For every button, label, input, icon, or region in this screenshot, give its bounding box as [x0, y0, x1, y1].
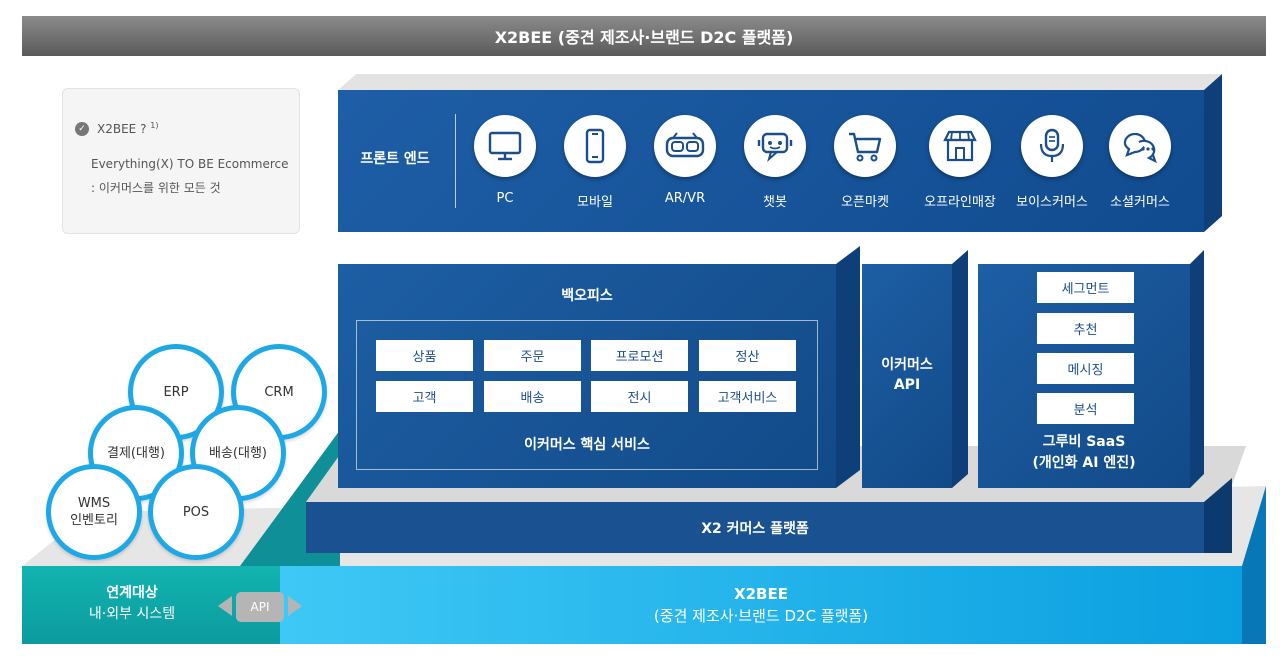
- platform-bar-side: [1204, 478, 1232, 553]
- linked-title: 연계대상: [106, 585, 158, 601]
- groobee-line2: (개인화 AI 엔진): [1032, 455, 1136, 471]
- frontend-item-offline-store: [929, 115, 991, 177]
- main-base-front: [280, 566, 1242, 644]
- backoffice-side: [836, 246, 860, 488]
- system-crm: CRM: [231, 344, 327, 440]
- groobee-recommend: 추천: [1037, 313, 1134, 344]
- check-circle-icon: ✓: [75, 121, 89, 136]
- api-side: [952, 250, 968, 488]
- chat-bubbles-icon: [1109, 115, 1171, 177]
- main-base-side: [1242, 486, 1266, 644]
- banner-title: X2BEE (중견 제조사·브랜드 D2C 플랫폼): [494, 28, 794, 47]
- note-footnote: 1): [150, 121, 159, 130]
- service-order: 주문: [484, 340, 581, 371]
- core-services-frame: [356, 320, 818, 470]
- linked-subtitle: 내·외부 시스템: [88, 606, 176, 622]
- smartphone-icon: [564, 115, 626, 177]
- groobee-messaging: 메시징: [1037, 353, 1134, 384]
- system-pos: POS: [148, 464, 244, 560]
- note-question-text: X2BEE ?: [97, 122, 147, 136]
- service-product: 상품: [376, 340, 473, 371]
- frontend-item-mobile: [564, 115, 626, 177]
- groobee-line1: 그루비 SaaS: [1042, 434, 1126, 450]
- groobee-caption: 그루비 SaaS (개인화 AI 엔진): [978, 432, 1190, 474]
- ecommerce-api-line1: 이커머스: [881, 357, 933, 373]
- groobee-segment: 세그먼트: [1037, 272, 1134, 303]
- api-pill: API: [236, 592, 284, 622]
- frontend-item-arvr: [654, 115, 716, 177]
- store-icon: [929, 115, 991, 177]
- frontend-item-chatbot: [744, 115, 806, 177]
- frontend-top: [338, 74, 1222, 90]
- frontend-divider: [455, 114, 456, 208]
- shopping-cart-icon: [834, 115, 896, 177]
- service-customer-service: 고객서비스: [699, 381, 796, 412]
- groobee-side: [1190, 250, 1204, 488]
- core-services-caption: 이커머스 핵심 서비스: [524, 437, 650, 453]
- frontend-label-openmarket: 오픈마켓: [841, 195, 889, 210]
- monitor-icon: [474, 115, 536, 177]
- chatbot-icon: [744, 115, 806, 177]
- ecommerce-api-line2: API: [893, 377, 921, 393]
- service-display: 전시: [591, 381, 688, 412]
- frontend-item-voice: [1021, 115, 1083, 177]
- frontend-label-offline: 오프라인매장: [924, 195, 996, 210]
- frontend-label-voice: 보이스커머스: [1016, 195, 1088, 210]
- ecommerce-api-panel: [862, 264, 952, 488]
- groobee-analytics: 분석: [1037, 393, 1134, 424]
- note-line-1: Everything(X) TO BE Ecommerce: [91, 157, 289, 171]
- service-customer: 고객: [376, 381, 473, 412]
- api-arrow-left: [218, 596, 232, 616]
- frontend-label-pc: PC: [496, 191, 514, 206]
- service-settlement: 정산: [699, 340, 796, 371]
- system-wms-inventory: WMS 인벤토리: [46, 464, 142, 560]
- frontend-label: 프론트 엔드: [360, 151, 430, 167]
- note-question: ✓ X2BEE ? 1): [75, 121, 158, 136]
- backoffice-panel: [338, 264, 836, 488]
- top-banner: X2BEE (중견 제조사·브랜드 D2C 플랫폼): [22, 16, 1266, 56]
- base-line1: X2BEE: [734, 585, 788, 603]
- frontend-label-arvr: AR/VR: [664, 191, 706, 206]
- base-label: X2BEE (중견 제조사·브랜드 D2C 플랫폼): [280, 583, 1242, 627]
- frontend-item-openmarket: [834, 115, 896, 177]
- definition-note: ✓ X2BEE ? 1) Everything(X) TO BE Ecommer…: [62, 88, 300, 234]
- platform-bar-label: X2 커머스 플랫폼: [701, 521, 809, 537]
- api-arrow-right: [288, 596, 302, 616]
- ecommerce-api-label: 이커머스 API: [862, 355, 952, 395]
- linked-label: 연계대상 내·외부 시스템: [22, 583, 242, 625]
- frontend-label-mobile: 모바일: [577, 195, 613, 210]
- microphone-icon: [1021, 115, 1083, 177]
- service-promotion: 프로모션: [591, 340, 688, 371]
- base-line2: (중견 제조사·브랜드 D2C 플랫폼): [653, 607, 869, 625]
- system-wms: WMS: [77, 496, 111, 511]
- system-inventory: 인벤토리: [70, 513, 118, 528]
- backoffice-title: 백오피스: [561, 288, 613, 304]
- frontend-label-chatbot: 챗봇: [763, 195, 787, 210]
- frontend-item-pc: [474, 115, 536, 177]
- vr-headset-icon: [654, 115, 716, 177]
- frontend-label-social: 소셜커머스: [1110, 195, 1170, 210]
- frontend-item-social: [1109, 115, 1171, 177]
- frontend-side: [1204, 74, 1222, 232]
- note-line-2: : 이커머스를 위한 모든 것: [91, 181, 221, 195]
- service-delivery: 배송: [484, 381, 581, 412]
- platform-bar-front: [306, 502, 1204, 553]
